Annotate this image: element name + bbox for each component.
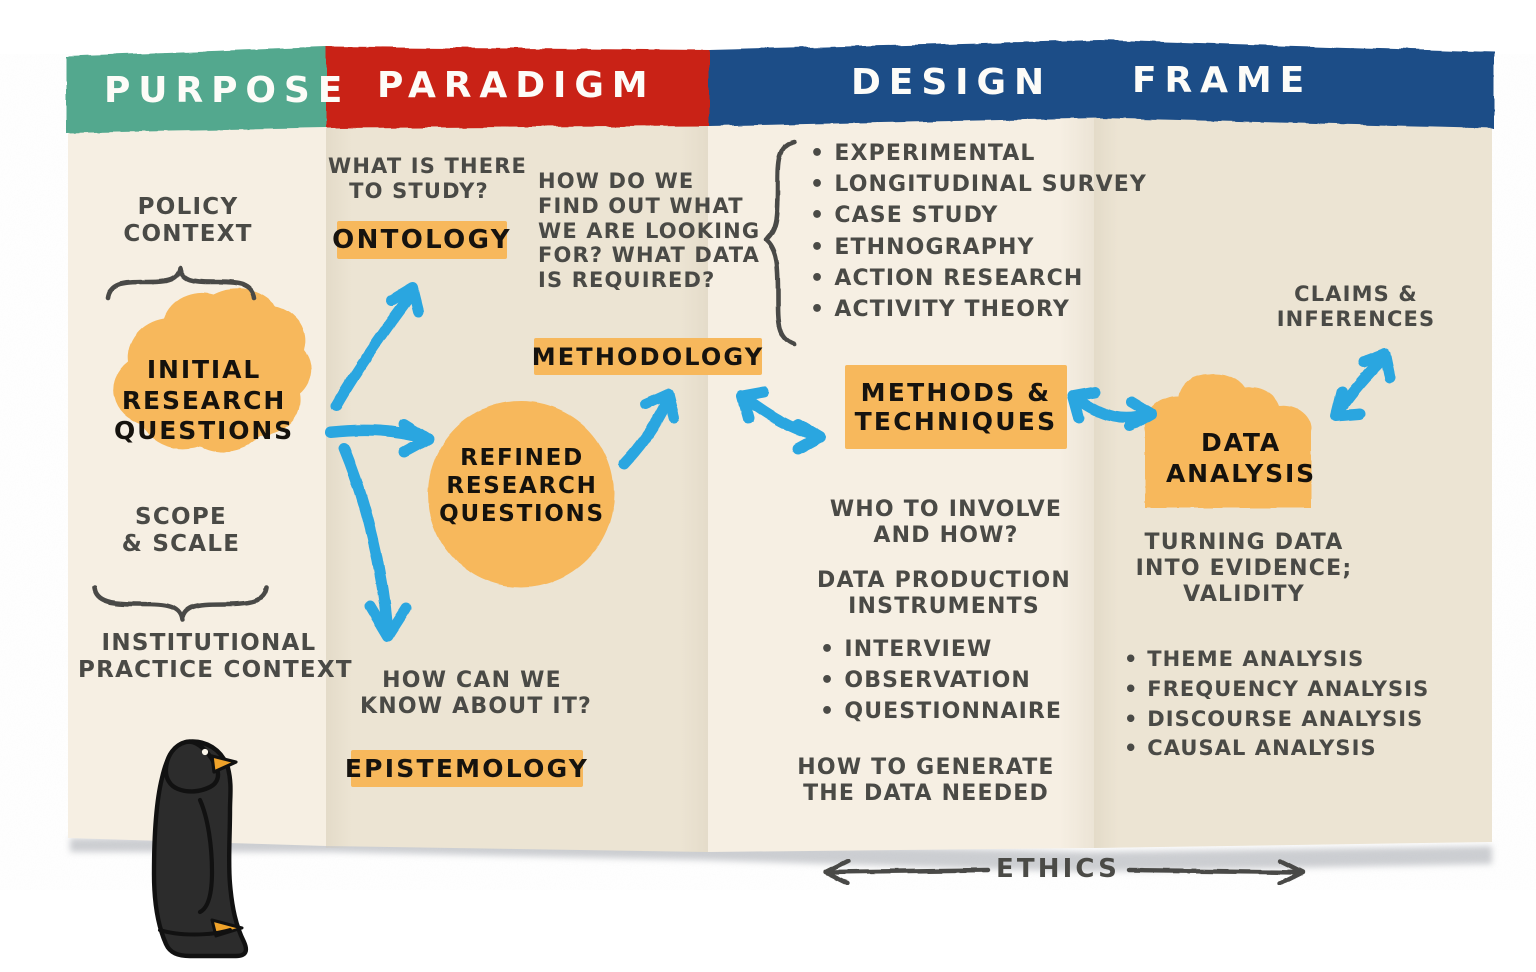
data-production-instruments-heading: DATA PRODUCTION INSTRUMENTS [816, 568, 1072, 619]
penguin-mascot [151, 739, 249, 959]
penguin-body [151, 739, 249, 959]
blob-label-initial-research-questions: INITIAL RESEARCH QUESTIONS [113, 355, 295, 445]
chip-methods-and-techniques: METHODS & TECHNIQUES [845, 365, 1067, 449]
brace-scope-scale [91, 585, 269, 623]
list-item: INTERVIEW [820, 634, 1088, 665]
list-item: ACTION RESEARCH [810, 263, 1110, 294]
blob-initial-research-questions [113, 288, 312, 452]
header-label-design: DESIGN [851, 62, 1052, 103]
how-to-generate-label: HOW TO GENERATE THE DATA NEEDED [797, 755, 1055, 806]
header-band-design-frame [709, 40, 1494, 128]
policy-context-label: POLICY CONTEXT [123, 194, 253, 248]
list-item: THEME ANALYSIS [1124, 645, 1444, 675]
list-item: CASE STUDY [810, 200, 1110, 231]
penguin-beak [210, 754, 238, 774]
ontology-question: WHAT IS THERE TO STUDY? [328, 154, 528, 203]
brace-policy-context [105, 265, 257, 301]
blob-refined-research-questions [428, 401, 614, 587]
turning-data-label: TURNING DATA INTO EVIDENCE; VALIDITY [1135, 530, 1353, 607]
list-item: OBSERVATION [820, 665, 1088, 696]
header-label-purpose: PURPOSE [104, 70, 351, 111]
arrow-methodology-to-methods [736, 386, 826, 455]
arrow-initial-to-refined [324, 418, 434, 458]
blob-label-refined-research-questions: REFINED RESEARCH QUESTIONS [439, 445, 605, 528]
ethics-label: ETHICS [996, 854, 1120, 884]
methodology-question: HOW DO WE FIND OUT WHAT WE ARE LOOKING F… [538, 169, 761, 293]
penguin-wing [197, 797, 215, 915]
header-bands [66, 40, 1494, 133]
list-item: ETHNOGRAPHY [810, 232, 1110, 263]
shape-blobs [113, 288, 1312, 587]
arrow-refined-to-methodology [618, 388, 680, 470]
list-item: FREQUENCY ANALYSIS [1124, 675, 1444, 705]
ethics-arrow [823, 858, 1305, 886]
arrow-data-analysis-to-claims [1330, 348, 1396, 422]
design-instruments-list: INTERVIEWOBSERVATIONQUESTIONNAIRE [820, 634, 1088, 728]
penguin-tail [158, 928, 232, 937]
list-item: CAUSAL ANALYSIS [1124, 734, 1444, 764]
header-band-paradigm [326, 47, 709, 128]
list-item: LONGITUDINAL SURVEY [810, 169, 1145, 200]
chip-epistemology: EPISTEMOLOGY [345, 750, 587, 787]
blob-label-data-analysis: DATA ANALYSIS [1165, 428, 1317, 488]
design-methodology-list: EXPERIMENTALLONGITUDINAL SURVEYCASE STUD… [810, 138, 1145, 325]
arrow-initial-to-ontology [330, 282, 424, 412]
arrow-methods-to-data-analysis [1067, 386, 1157, 432]
frame-analysis-list: THEME ANALYSISFREQUENCY ANALYSISDISCOURS… [1124, 645, 1444, 764]
arrow-initial-to-epistemology [338, 442, 412, 642]
list-item: EXPERIMENTAL [810, 138, 1110, 169]
chip-methodology: METHODOLOGY [532, 338, 762, 375]
list-item: QUESTIONNAIRE [820, 696, 1088, 727]
claims-and-inferences-label: CLAIMS & INFERENCES [1276, 282, 1436, 331]
brace-design-list [763, 139, 797, 347]
header-label-frame: FRAME [1132, 60, 1313, 101]
header-label-paradigm: PARADIGM [377, 65, 656, 106]
list-item: DISCOURSE ANALYSIS [1124, 705, 1444, 735]
epistemology-question: HOW CAN WE KNOW ABOUT IT? [360, 668, 593, 719]
flow-arrows [324, 282, 1396, 642]
scope-and-scale-label: SCOPE & SCALE [121, 504, 241, 558]
penguin-eye [201, 748, 209, 756]
chip-ontology: ONTOLOGY [332, 221, 510, 259]
institutional-practice-context-label: INSTITUTIONAL PRACTICE CONTEXT [78, 630, 353, 684]
who-to-involve-label: WHO TO INVOLVE AND HOW? [829, 497, 1063, 548]
list-item: ACTIVITY THEORY [810, 294, 1110, 325]
hand-braces [91, 139, 797, 623]
header-band-purpose [66, 47, 326, 133]
